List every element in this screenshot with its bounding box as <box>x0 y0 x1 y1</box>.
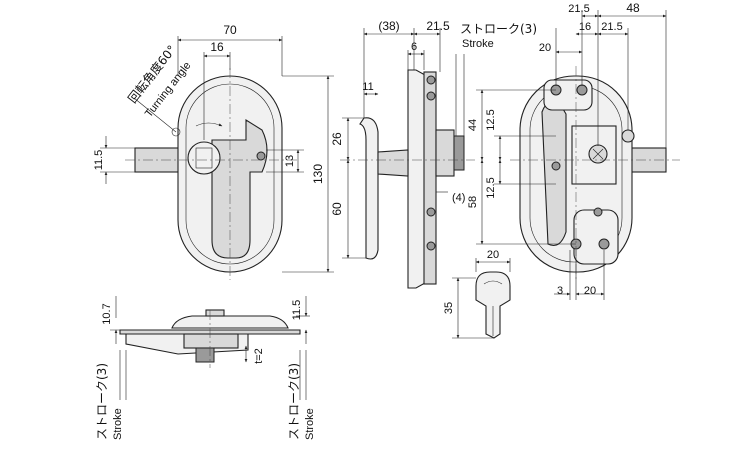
bottom-dim-11-5: 11.5 <box>291 300 303 321</box>
front-rotation-leader <box>133 97 177 133</box>
rear-dim-3: 3 <box>557 285 563 297</box>
front-lock-disc <box>187 141 221 175</box>
side-dim-60: 60 <box>330 202 344 216</box>
rear-view: 21.5 48 16 21.5 20 44 58 12.5 12.5 3 20 <box>467 1 680 300</box>
side-dim-21-5: 21.5 <box>426 19 450 33</box>
side-dim-11: 11 <box>362 81 373 93</box>
bottom-stroke-left-en: Stroke <box>112 408 124 440</box>
bottom-cam <box>195 347 215 363</box>
side-dim-6: 6 <box>411 41 417 53</box>
rear-dim-20-top: 20 <box>539 42 551 54</box>
front-dim-13: 13 <box>284 155 296 167</box>
rear-dim-44: 44 <box>467 119 479 131</box>
front-handle <box>211 119 268 259</box>
front-lock-slot <box>195 147 213 169</box>
key-dim-35: 35 <box>443 302 455 314</box>
side-dim-26: 26 <box>330 132 344 146</box>
bottom-flange <box>171 315 289 329</box>
side-handle <box>359 117 379 260</box>
rear-dim-20-bottom: 20 <box>584 285 596 297</box>
front-turn-arc <box>195 122 223 127</box>
rear-upper-plate <box>543 79 593 111</box>
rear-dim-48: 48 <box>626 1 640 15</box>
bottom-view: 10.7 11.5 t=2 ストローク(3) Stroke ストローク(3) S… <box>95 296 316 440</box>
bottom-stroke-right-jp: ストローク(3) <box>287 363 301 440</box>
bottom-stroke-left-jp: ストローク(3) <box>95 363 109 440</box>
front-rotation-label-jp: 回転角度60° <box>125 42 179 106</box>
side-view: (38) 21.5 6 11 26 60 (4) ストローク(3) Stroke <box>330 19 537 289</box>
front-dim-16: 16 <box>210 40 224 54</box>
side-stroke-label-jp: ストローク(3) <box>460 22 537 36</box>
rear-dim-21-5: 21.5 <box>601 21 622 33</box>
front-dim-11-5: 11.5 <box>93 150 105 171</box>
bottom-dim-10-7: 10.7 <box>101 303 113 324</box>
rear-dim-12-5-b: 12.5 <box>485 177 497 198</box>
side-panel <box>423 71 437 285</box>
key-body <box>475 271 511 339</box>
front-dim-70: 70 <box>223 23 237 37</box>
key-dim-20: 20 <box>487 249 499 261</box>
front-view: 70 16 130 13 11.5 回転角度60° Turning angle <box>93 23 334 280</box>
rear-dim-12-5-a: 12.5 <box>485 109 497 130</box>
rear-lower-plate <box>573 209 619 265</box>
front-rivet <box>256 151 266 161</box>
side-cam <box>453 135 465 171</box>
rear-dim-21-5-top: 21.5 <box>568 3 589 15</box>
rear-dim-58: 58 <box>467 196 479 208</box>
side-stroke-label-en: Stroke <box>462 38 494 50</box>
front-turn-pivot <box>171 127 181 137</box>
front-inner-recess <box>185 83 275 265</box>
side-lock-body <box>435 129 455 177</box>
side-dim-38: (38) <box>378 19 399 33</box>
bottom-dim-t2: t=2 <box>253 348 265 364</box>
key-view: 20 35 <box>443 249 511 339</box>
front-dim-130: 130 <box>311 164 325 184</box>
side-dim-4: (4) <box>452 192 465 204</box>
side-shaft <box>377 149 409 177</box>
bottom-stroke-right-en: Stroke <box>304 408 316 440</box>
rear-dim-16: 16 <box>579 21 591 33</box>
